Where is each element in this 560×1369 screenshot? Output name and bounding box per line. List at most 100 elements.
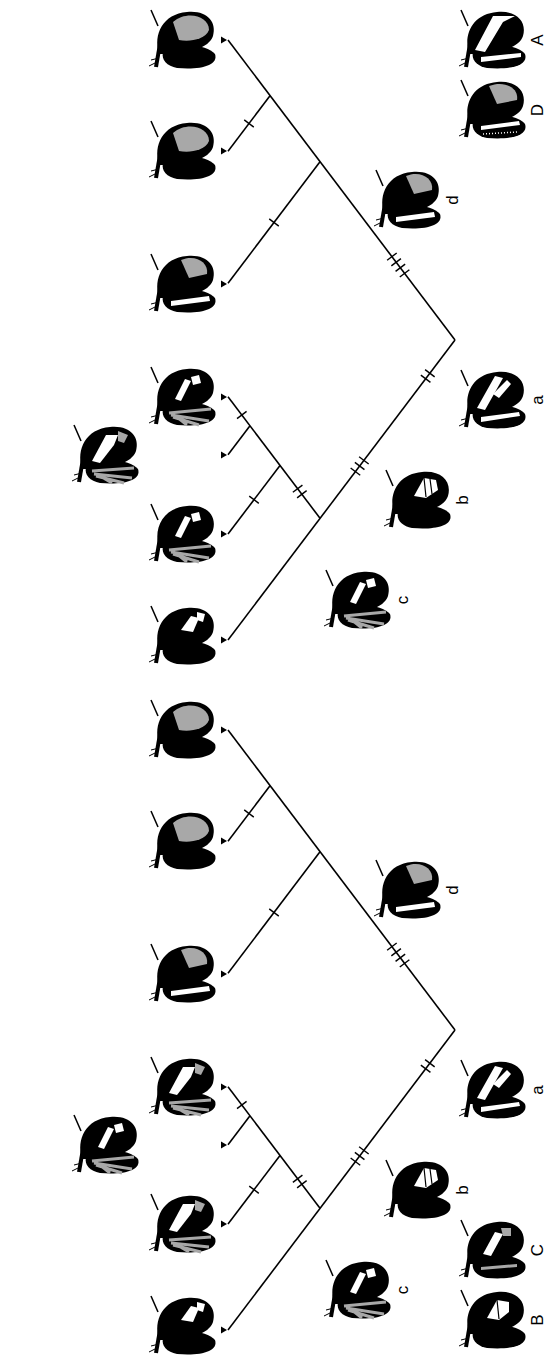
butterfly-figure xyxy=(149,504,216,562)
butterfly-figure xyxy=(459,1220,526,1278)
character-tick xyxy=(244,120,254,127)
butterfly-figure xyxy=(324,1260,391,1318)
character-tick xyxy=(297,491,307,498)
character-tick xyxy=(391,259,401,266)
character-tick xyxy=(297,1181,307,1188)
tree-branch xyxy=(228,162,320,283)
tree-branch xyxy=(228,340,455,640)
character-tick xyxy=(396,954,406,961)
arrowhead xyxy=(221,148,227,155)
character-tick xyxy=(425,1060,435,1067)
arrowhead xyxy=(221,281,227,288)
arrowhead xyxy=(221,1084,227,1091)
arrowhead xyxy=(221,452,227,459)
butterfly-figure xyxy=(149,606,216,664)
taxon-letter: a xyxy=(529,1085,546,1094)
character-tick xyxy=(237,411,247,418)
character-tick xyxy=(400,960,410,967)
character-tick xyxy=(269,219,279,226)
butterfly-figure xyxy=(459,10,526,68)
arrowhead xyxy=(221,37,227,44)
character-tick xyxy=(249,496,259,503)
character-tick xyxy=(387,253,397,260)
character-tick xyxy=(293,485,303,492)
character-tick xyxy=(355,462,365,469)
tree-branch xyxy=(228,730,455,1030)
butterfly-figure xyxy=(149,121,216,179)
butterfly-figure xyxy=(72,425,139,483)
tree-branch xyxy=(228,852,320,973)
character-tick xyxy=(293,1175,303,1182)
tree-branch xyxy=(228,1030,455,1330)
tree-branch xyxy=(228,397,320,518)
butterfly-figure xyxy=(459,370,526,428)
tree-lines xyxy=(221,37,455,1334)
butterfly-figure xyxy=(149,367,216,425)
butterfly-figure xyxy=(149,1296,216,1354)
arrowhead xyxy=(221,838,227,845)
character-tick xyxy=(387,943,397,950)
tree-branch xyxy=(228,96,270,151)
character-tick xyxy=(244,810,254,817)
taxon-letter: c xyxy=(394,1286,411,1295)
tree-branch xyxy=(228,40,455,340)
taxon-letter: c xyxy=(394,596,411,605)
butterfly-figure xyxy=(384,1160,451,1218)
butterfly-figures xyxy=(72,10,526,1354)
butterfly-figure xyxy=(149,1194,216,1252)
butterfly-figure xyxy=(149,1057,216,1115)
character-tick xyxy=(237,1101,247,1108)
character-tick xyxy=(351,468,361,475)
character-tick xyxy=(421,1065,431,1072)
taxon-letter: A xyxy=(529,34,546,45)
tree-branch xyxy=(228,1087,320,1208)
taxon-letter: d xyxy=(444,885,461,894)
character-tick xyxy=(425,370,435,377)
butterfly-figure xyxy=(324,570,391,628)
butterfly-figure xyxy=(149,254,216,312)
butterfly-figure xyxy=(459,1060,526,1118)
arrowhead xyxy=(221,1327,227,1334)
arrowhead xyxy=(221,971,227,978)
butterfly-figure xyxy=(459,80,526,138)
arrowhead xyxy=(221,531,227,538)
taxon-letter: D xyxy=(529,104,546,116)
character-tick xyxy=(249,1186,259,1193)
taxon-letter: b xyxy=(454,495,471,504)
butterfly-figure xyxy=(149,811,216,869)
arrowhead xyxy=(221,394,227,401)
tree-branch xyxy=(228,1155,280,1224)
butterfly-figure xyxy=(149,10,216,68)
character-tick xyxy=(359,1147,369,1154)
butterfly-figure xyxy=(72,1115,139,1173)
tree-branch xyxy=(228,1116,250,1145)
butterfly-figure xyxy=(149,700,216,758)
butterfly-figure xyxy=(459,1290,526,1348)
character-tick xyxy=(269,909,279,916)
character-tick xyxy=(359,457,369,464)
arrowhead xyxy=(221,1142,227,1149)
arrowhead xyxy=(221,1221,227,1228)
butterfly-figure xyxy=(384,470,451,528)
taxon-letter: a xyxy=(529,395,546,404)
character-tick xyxy=(421,375,431,382)
butterfly-figure xyxy=(374,170,441,228)
taxon-letter: C xyxy=(529,1244,546,1256)
character-tick xyxy=(351,1158,361,1165)
taxon-letter: b xyxy=(454,1185,471,1194)
tree-branch xyxy=(228,786,270,841)
arrowhead xyxy=(221,727,227,734)
taxon-letter: d xyxy=(444,195,461,204)
tree-branch xyxy=(228,465,280,534)
character-tick xyxy=(396,264,406,271)
character-tick xyxy=(355,1152,365,1159)
taxon-letter: B xyxy=(529,1314,546,1325)
character-tick xyxy=(391,949,401,956)
butterfly-figure xyxy=(149,944,216,1002)
character-tick xyxy=(400,270,410,277)
tree-branch xyxy=(228,426,250,455)
butterfly-figure xyxy=(374,860,441,918)
arrowhead xyxy=(221,637,227,644)
